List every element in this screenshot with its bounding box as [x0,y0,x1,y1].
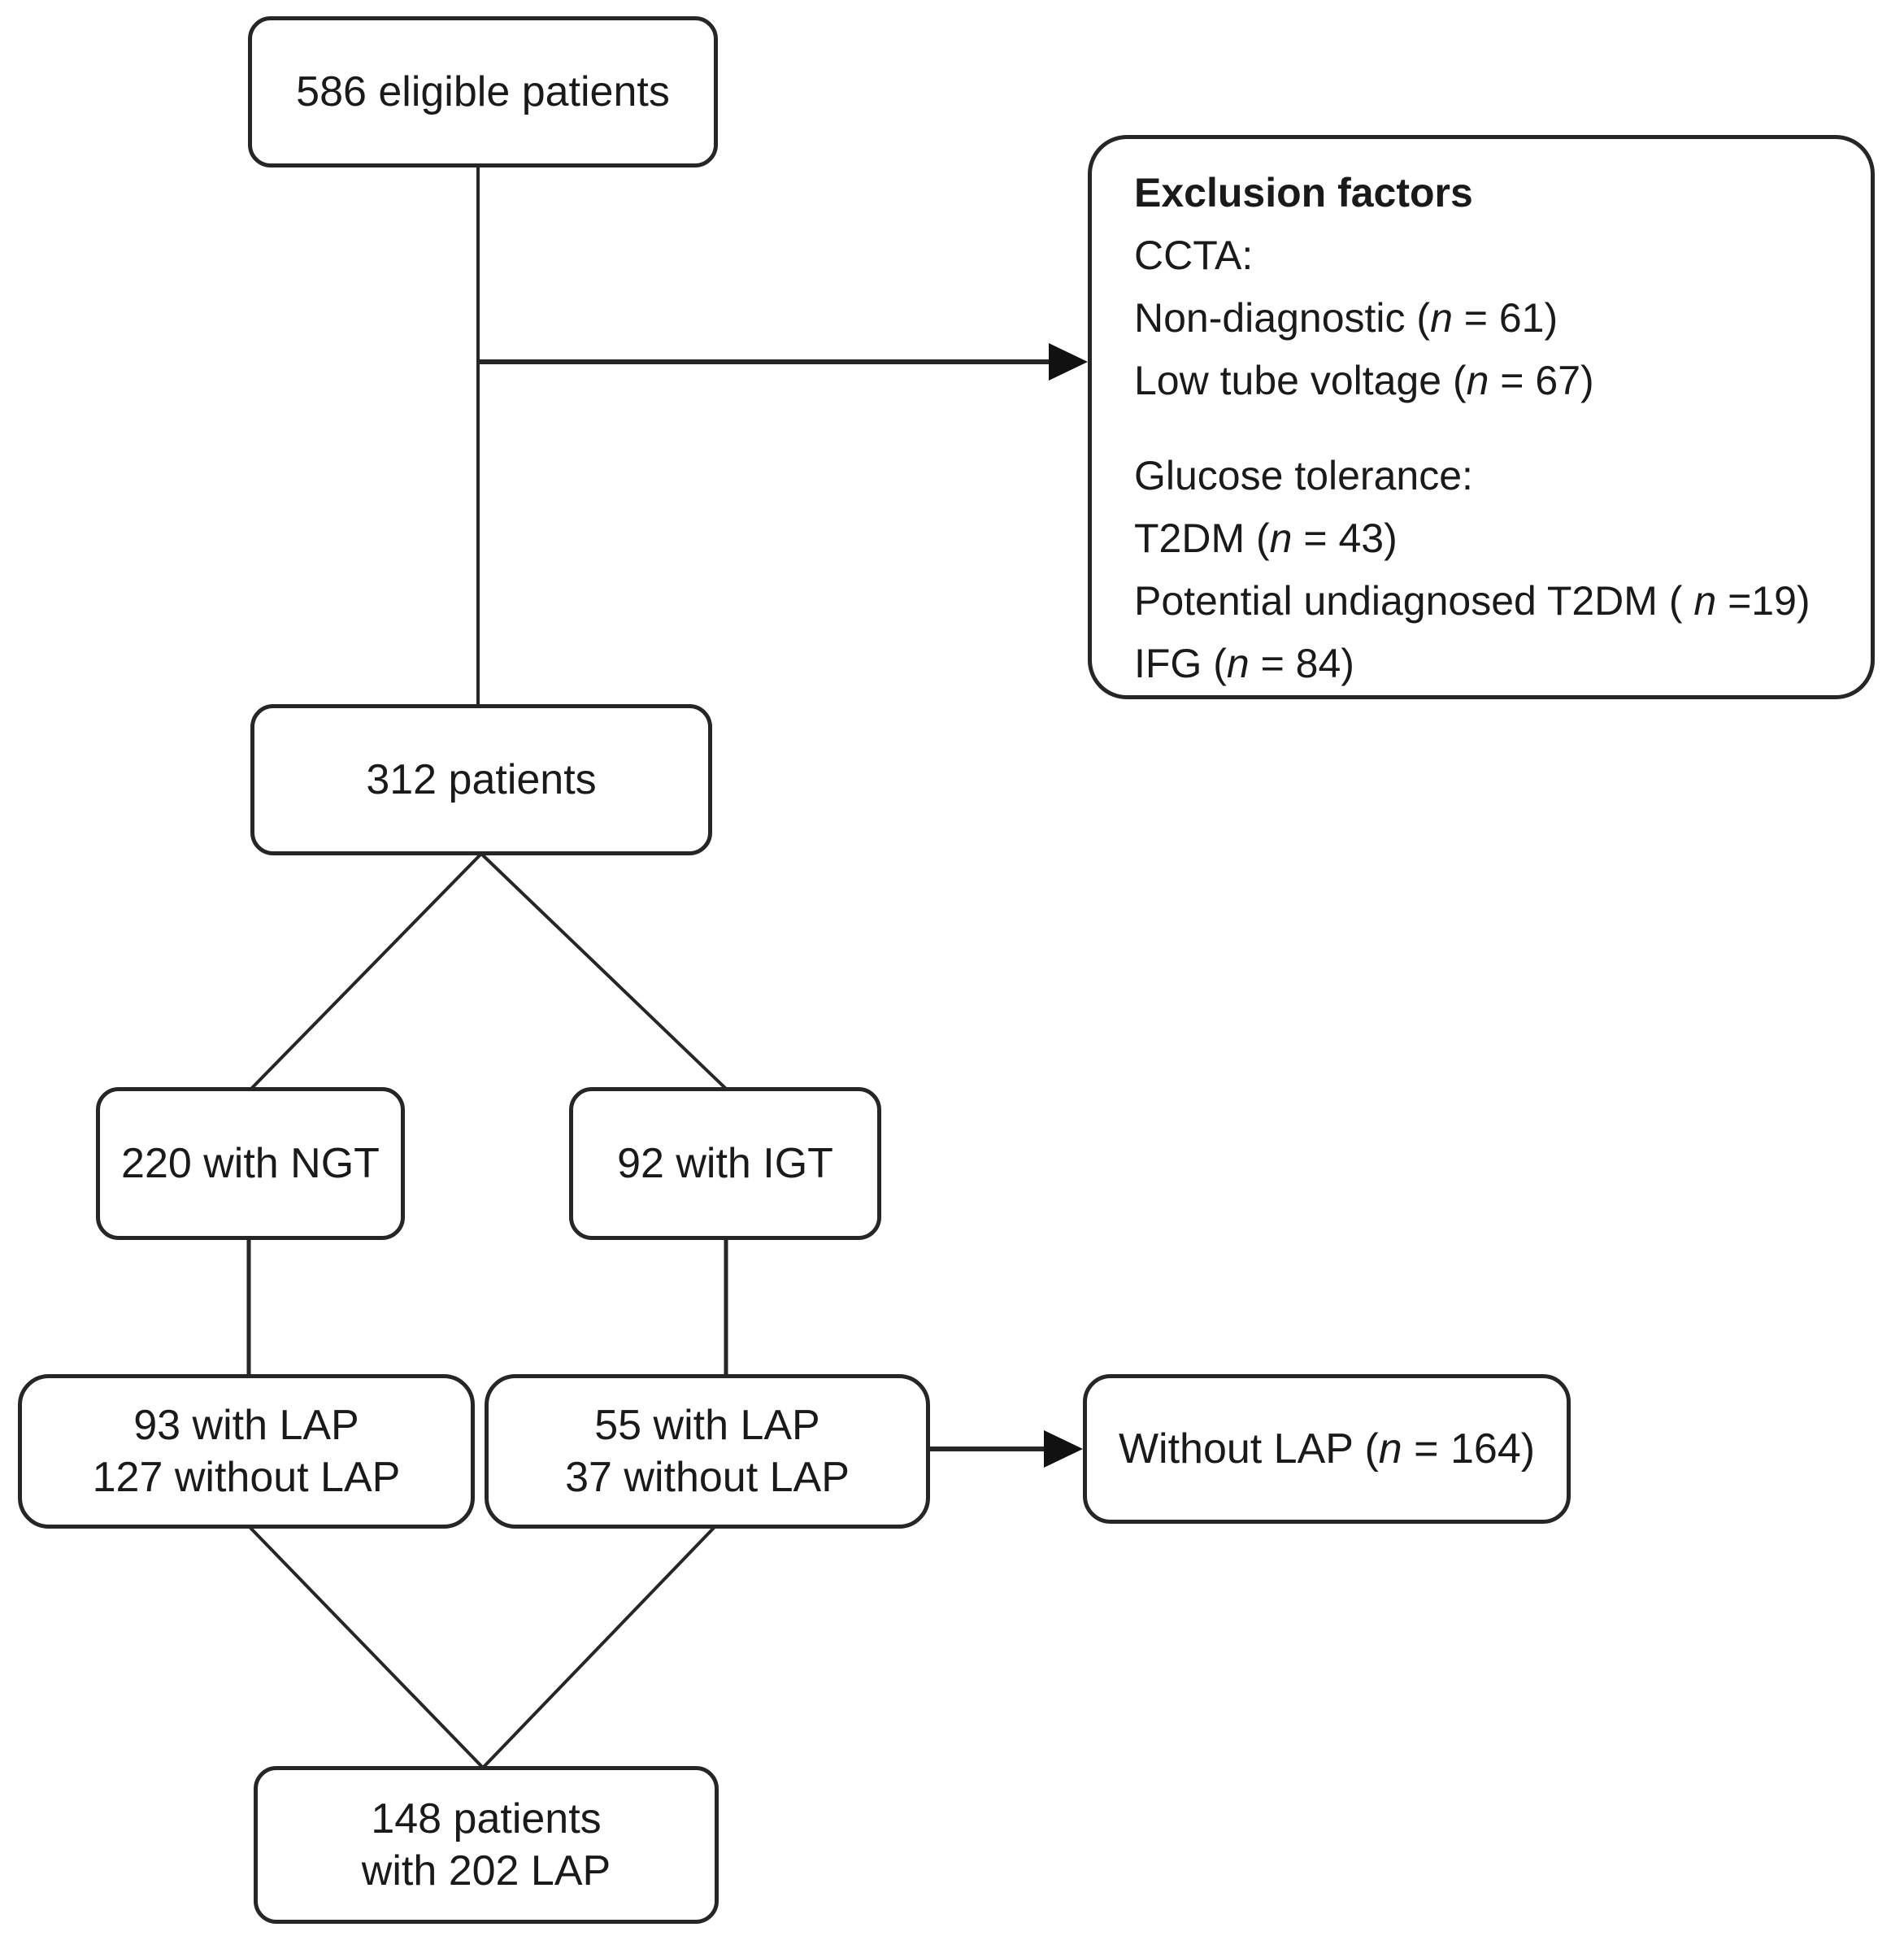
exclusion-factors-box: Exclusion factors CCTA: Non-diagnostic (… [1088,135,1875,699]
final-line2: with 202 LAP [361,1847,611,1895]
ngt-lap-box: 93 with LAP 127 without LAP [18,1374,475,1529]
arrow-to-withoutlap-head [1044,1430,1083,1468]
exclusion-line-lowtube: Low tube voltage (n = 67) [1134,358,1594,403]
final-patients-box: 148 patients with 202 LAP [254,1766,719,1924]
igt-box: 92 with IGT [569,1087,881,1240]
ngt-lap-line1: 93 with LAP [133,1402,359,1449]
exclusion-line-ifg: IFG (n = 84) [1134,641,1354,686]
cohort-312-label: 312 patients [366,756,597,803]
without-lap-label: Without LAP (n = 164) [1118,1425,1536,1473]
connector-lapigt-to-final [481,1525,716,1769]
ngt-lap-line2: 127 without LAP [92,1454,401,1501]
exclusion-line-ccta: CCTA: [1134,233,1254,278]
connector-cohort-to-ngt [249,852,483,1091]
exclusion-line-t2dm: T2DM (n = 43) [1134,516,1398,561]
ngt-label: 220 with NGT [121,1140,380,1187]
final-line1: 148 patients [371,1795,602,1842]
ngt-box: 220 with NGT [96,1087,405,1240]
igt-lap-box: 55 with LAP 37 without LAP [485,1374,930,1529]
igt-lap-line2: 37 without LAP [565,1454,850,1501]
eligible-patients-label: 586 eligible patients [296,68,670,115]
igt-label: 92 with IGT [617,1140,833,1187]
exclusion-line-glucose: Glucose tolerance: [1134,453,1473,498]
without-lap-box: Without LAP (n = 164) [1083,1374,1571,1524]
connector-lapngt-to-final [248,1525,485,1769]
connector-cohort-to-igt [480,852,728,1091]
igt-lap-line1: 55 with LAP [594,1402,820,1449]
exclusion-line-nondiagnostic: Non-diagnostic (n = 61) [1134,295,1558,341]
arrow-to-exclusion-head [1049,343,1088,381]
cohort-312-box: 312 patients [250,704,712,855]
exclusion-line-undiagnosed-t2dm: Potential undiagnosed T2DM ( n =19) [1134,578,1811,624]
exclusion-title: Exclusion factors [1134,170,1473,215]
eligible-patients-box: 586 eligible patients [248,16,718,167]
